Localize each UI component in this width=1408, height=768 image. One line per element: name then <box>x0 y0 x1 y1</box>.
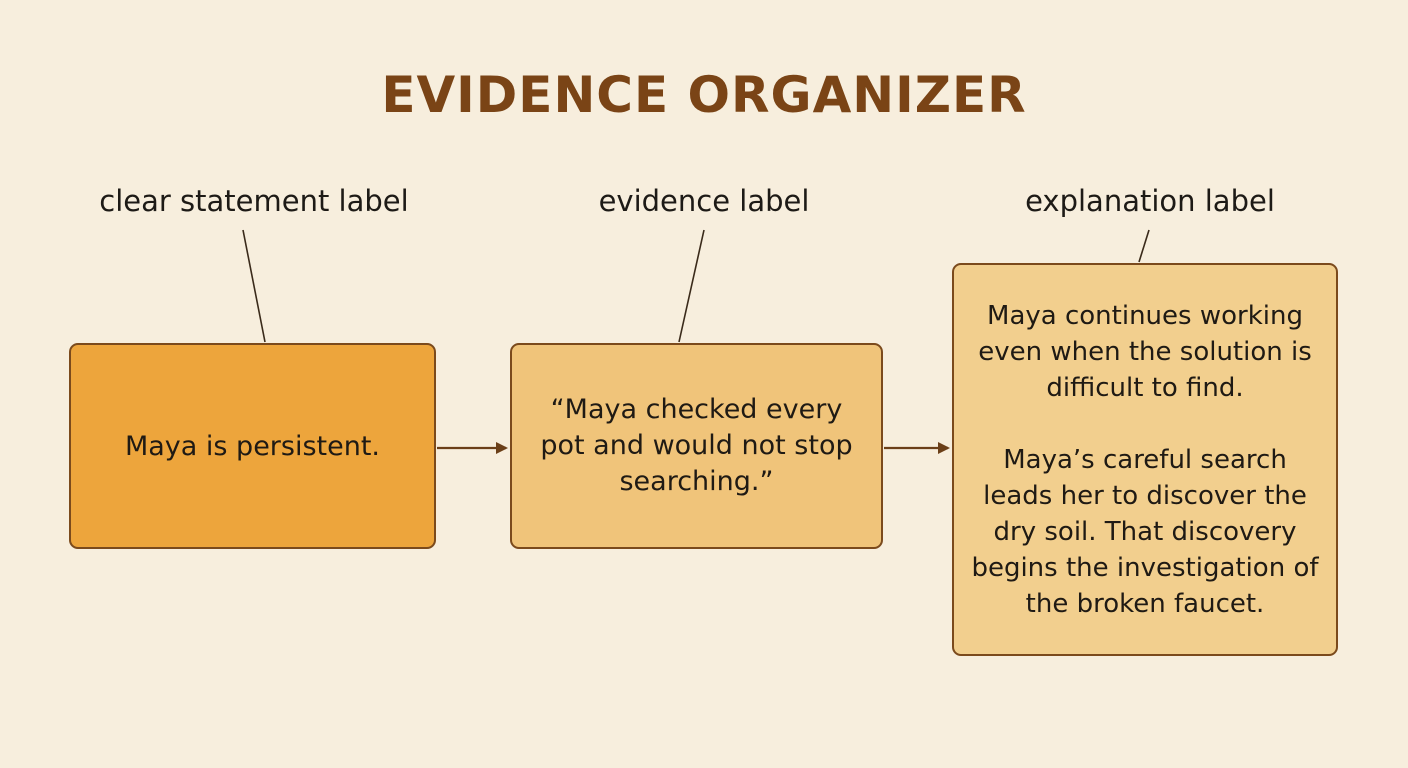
evidence-leader-line <box>678 229 705 343</box>
evidence-text: “Maya checked every pot and would not st… <box>540 394 853 497</box>
explanation-label: explanation label <box>1025 184 1275 218</box>
statement-label: clear statement label <box>99 184 409 218</box>
evidence-box: “Maya checked every pot and would not st… <box>510 343 883 549</box>
page-title: EVIDENCE ORGANIZER <box>381 66 1027 124</box>
evidence-label: evidence label <box>598 184 810 218</box>
statement-box: Maya is persistent. <box>69 343 436 549</box>
explanation-paragraph-1: Maya continues working even when the sol… <box>978 300 1312 403</box>
statement-leader-line <box>242 229 266 343</box>
explanation-box: Maya continues working even when the sol… <box>952 263 1338 656</box>
statement-text: Maya is persistent. <box>124 430 381 462</box>
explanation-leader-line <box>1138 229 1150 263</box>
explanation-paragraph-2: Maya’s careful search leads her to disco… <box>971 444 1319 619</box>
